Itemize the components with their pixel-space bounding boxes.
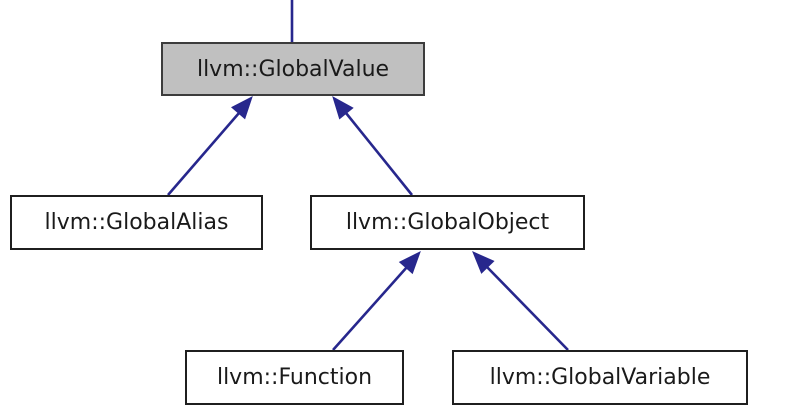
node-label: llvm::GlobalVariable: [489, 365, 711, 390]
arrowhead-icon: [472, 251, 495, 274]
node-llvm-function[interactable]: llvm::Function: [185, 350, 404, 405]
edge-line: [486, 266, 569, 351]
node-label: llvm::GlobalAlias: [44, 210, 229, 235]
edge-line: [167, 112, 240, 196]
edge-function-to-globalobject: [332, 250, 421, 351]
arrowhead-icon: [231, 95, 253, 120]
node-llvm-globalobject[interactable]: llvm::GlobalObject: [310, 195, 585, 250]
arrowhead-icon: [332, 95, 354, 120]
node-llvm-globalvalue: llvm::GlobalValue: [161, 42, 425, 96]
edge-globalvariable-to-globalobject: [472, 251, 569, 351]
node-llvm-globalvariable[interactable]: llvm::GlobalVariable: [452, 350, 748, 405]
edge-globalalias-to-globalvalue: [167, 95, 253, 196]
node-label: llvm::GlobalValue: [196, 56, 390, 82]
edge-line: [344, 112, 414, 196]
edge-globalobject-to-globalvalue: [332, 95, 414, 196]
arrowhead-icon: [398, 250, 421, 275]
node-label: llvm::Function: [216, 365, 373, 390]
edge-line: [332, 266, 408, 351]
node-llvm-globalalias[interactable]: llvm::GlobalAlias: [10, 195, 263, 250]
node-label: llvm::GlobalObject: [345, 210, 550, 235]
